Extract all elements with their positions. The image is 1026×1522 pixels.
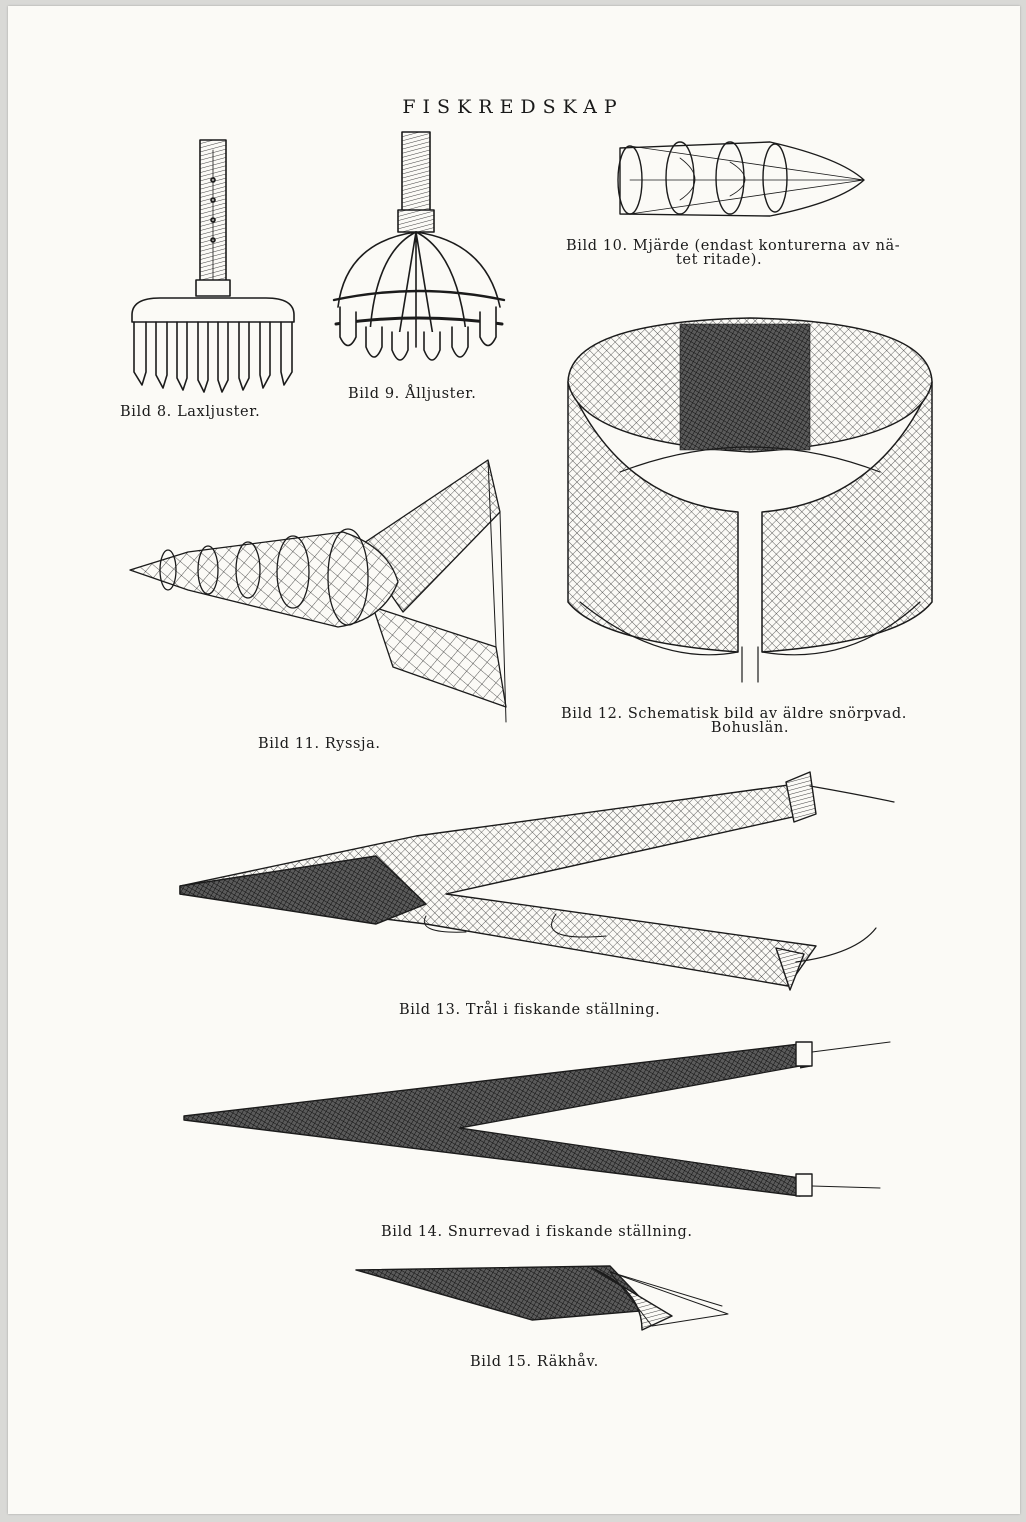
caption-bild-14: Bild 14. Snurrevad i fiskande ställning.	[381, 1224, 693, 1240]
fyke-net-illustration	[129, 459, 507, 723]
caption-bild-11: Bild 11. Ryssja.	[258, 736, 381, 752]
shrimp-net-illustration	[355, 1265, 729, 1331]
caption-bild-9: Bild 9. Ålljuster.	[348, 386, 477, 402]
caption-bild-13: Bild 13. Trål i fiskande ställning.	[399, 1002, 661, 1018]
trawl-illustration	[179, 771, 895, 991]
caption-bild-12-line2: Bohuslän.	[710, 720, 790, 736]
danish-seine-illustration	[183, 1041, 891, 1197]
caption-bild-15: Bild 15. Räkhåv.	[470, 1354, 599, 1370]
page-title: FISKREDSKAP	[402, 96, 624, 118]
eel-spear-illustration	[332, 131, 506, 361]
page-sheet	[8, 6, 1020, 1514]
caption-bild-10-line1: Bild 10. Mjärde (endast konturerna av nä…	[566, 238, 901, 254]
purse-seine-illustration	[567, 317, 933, 683]
caption-bild-10-line2: tet ritade).	[676, 252, 763, 268]
caption-bild-8: Bild 8. Laxljuster.	[120, 404, 261, 420]
fish-trap-illustration	[617, 141, 865, 217]
caption-bild-12-line1: Bild 12. Schematisk bild av äldre snörpv…	[561, 706, 907, 722]
salmon-spear-illustration	[131, 139, 295, 393]
